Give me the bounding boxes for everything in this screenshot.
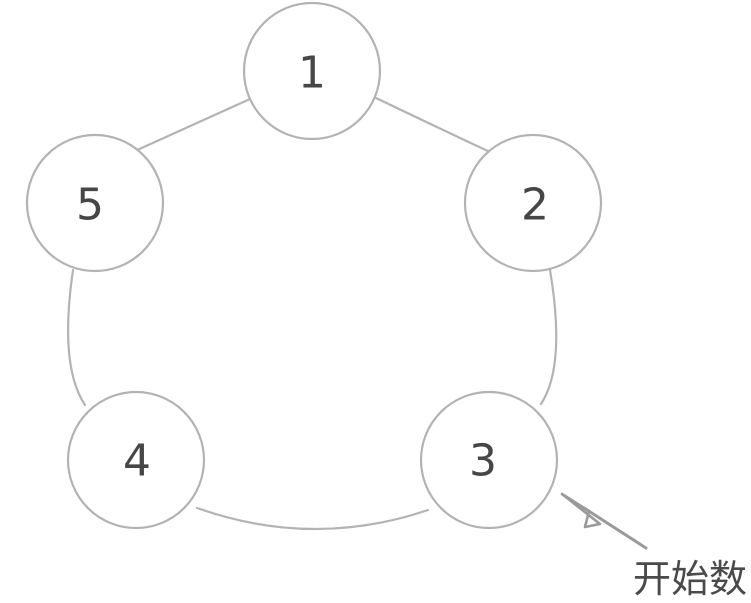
annotation-arrow bbox=[560, 492, 648, 550]
node-label-2: 2 bbox=[521, 180, 549, 231]
edge-1-to-2 bbox=[374, 96, 492, 154]
node-label-1: 1 bbox=[298, 48, 326, 99]
arrow-head-icon bbox=[560, 492, 602, 529]
node-label-group: 1 2 3 4 5 bbox=[76, 48, 549, 487]
arrow-shaft bbox=[582, 506, 648, 550]
node-label-3: 3 bbox=[469, 436, 497, 487]
node-circle-3[interactable] bbox=[419, 390, 559, 530]
edge-2-to-3 bbox=[539, 268, 558, 406]
edge-3-to-4 bbox=[195, 506, 430, 531]
node-label-4: 4 bbox=[123, 436, 151, 487]
edge-5-to-1 bbox=[133, 97, 252, 153]
edge-4-to-5 bbox=[67, 268, 87, 407]
node-label-5: 5 bbox=[76, 180, 104, 231]
node-circle-2[interactable] bbox=[463, 133, 603, 273]
node-circle-1[interactable] bbox=[242, 1, 382, 141]
node-circle-4[interactable] bbox=[66, 390, 206, 530]
edge-group bbox=[67, 96, 558, 531]
annotation-label: 开始数 bbox=[633, 557, 747, 601]
node-group bbox=[25, 1, 603, 530]
node-circle-5[interactable] bbox=[25, 133, 165, 273]
